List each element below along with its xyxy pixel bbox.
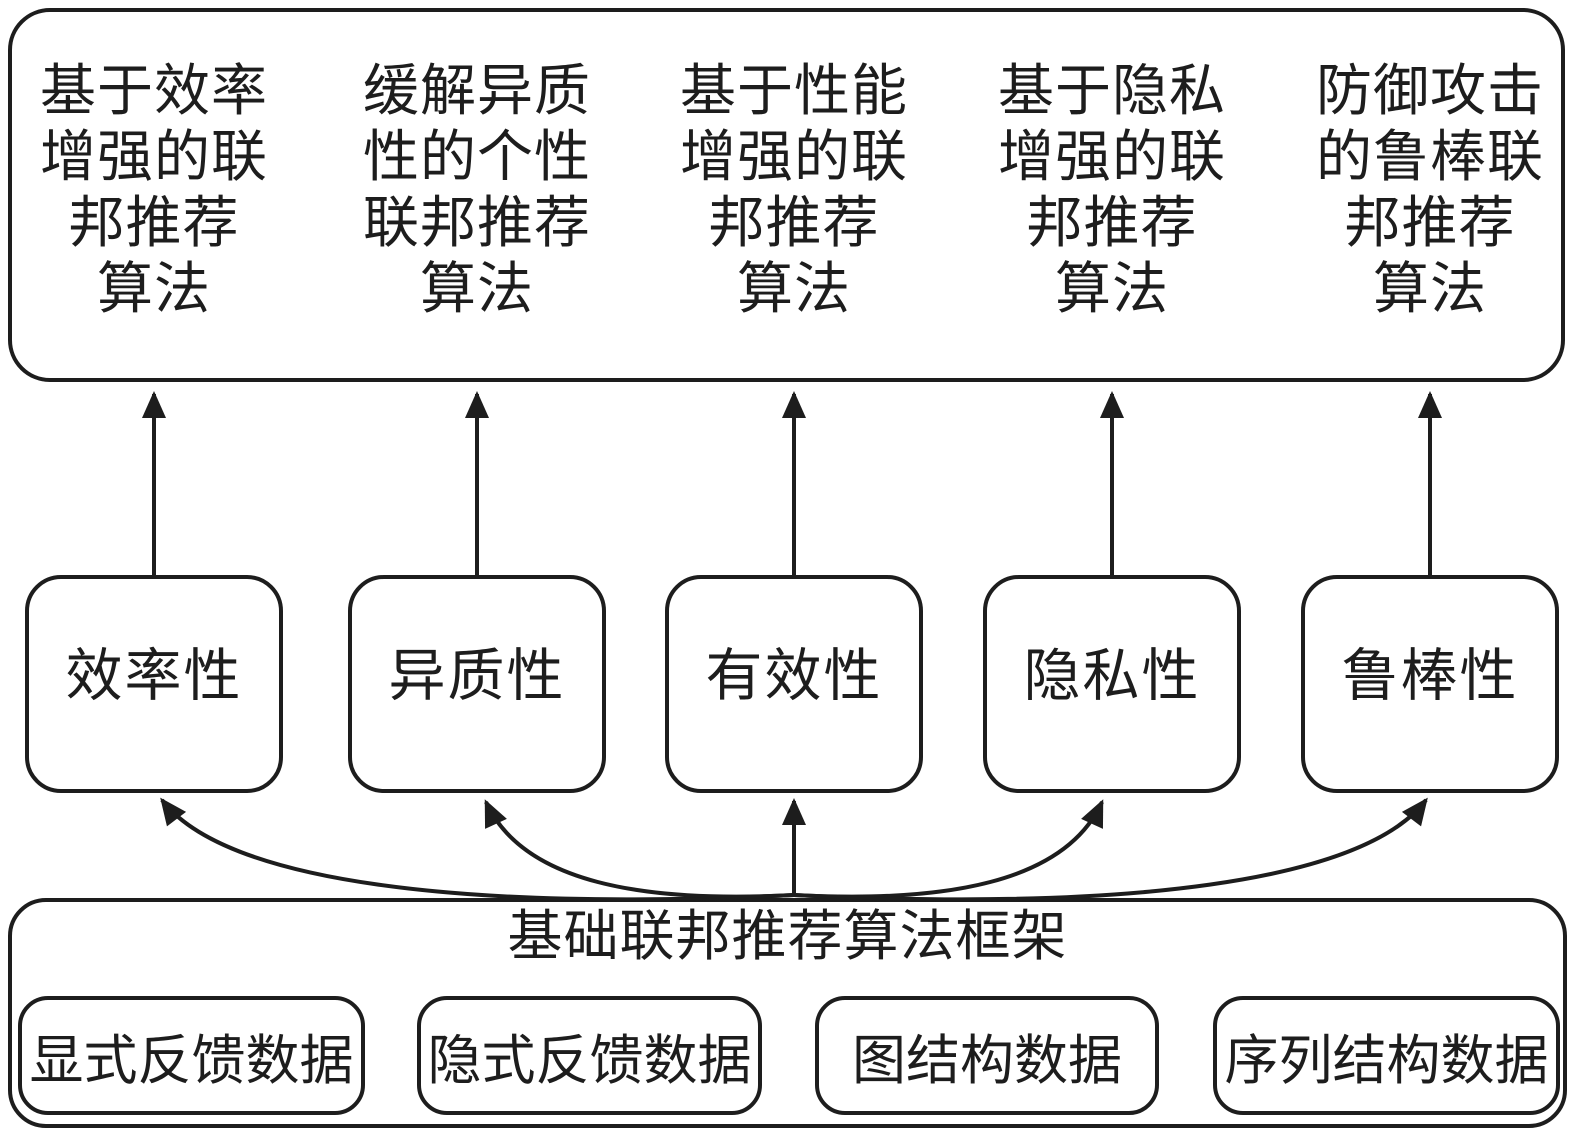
column-line: 增强的联	[40, 127, 268, 189]
column-line: 基于性能	[680, 61, 908, 123]
algorithm-column-performance: 基于性能 增强的联 邦推荐 算法	[654, 59, 934, 323]
algorithm-column-privacy: 基于隐私 增强的联 邦推荐 算法	[972, 59, 1252, 323]
algorithm-column-heterogeneity: 缓解异质 性的个性 联邦推荐 算法	[337, 59, 617, 323]
data-box-label: 图结构数据	[852, 1031, 1122, 1091]
algorithm-column-robustness: 防御攻击 的鲁棒联 邦推荐 算法	[1290, 59, 1570, 323]
column-line: 联邦推荐	[363, 193, 591, 255]
column-line: 邦推荐	[1344, 193, 1516, 255]
column-line: 算法	[737, 259, 851, 321]
property-label: 有效性	[705, 645, 883, 708]
column-line: 算法	[97, 259, 211, 321]
data-box-sequence-structure: 序列结构数据	[1213, 996, 1560, 1115]
algorithm-column-efficiency: 基于效率 增强的联 邦推荐 算法	[14, 59, 294, 323]
column-line: 增强的联	[998, 127, 1226, 189]
data-box-implicit-feedback: 隐式反馈数据	[417, 996, 762, 1115]
curve-framework-to-heterogeneity	[484, 799, 795, 899]
column-line: 基于隐私	[998, 61, 1226, 123]
property-box-robustness: 鲁棒性	[1301, 575, 1559, 793]
column-line: 算法	[1373, 259, 1487, 321]
data-box-label: 隐式反馈数据	[427, 1031, 752, 1091]
property-label: 效率性	[65, 645, 243, 708]
column-line: 基于效率	[40, 61, 268, 123]
data-box-label: 显式反馈数据	[29, 1031, 354, 1091]
property-box-efficiency: 效率性	[25, 575, 283, 793]
column-line: 防御攻击	[1316, 61, 1544, 123]
data-box-label: 序列结构数据	[1224, 1031, 1549, 1091]
column-line: 性的个性	[363, 127, 591, 189]
column-line: 算法	[1055, 259, 1169, 321]
curve-framework-to-privacy	[793, 799, 1104, 899]
property-label: 鲁棒性	[1341, 645, 1519, 708]
data-box-explicit-feedback: 显式反馈数据	[18, 996, 365, 1115]
property-label: 异质性	[388, 645, 566, 708]
column-line: 邦推荐	[1026, 193, 1198, 255]
property-box-heterogeneity: 异质性	[348, 575, 606, 793]
column-line: 增强的联	[680, 127, 908, 189]
property-label: 隐私性	[1023, 645, 1201, 708]
data-box-graph-structure: 图结构数据	[815, 996, 1159, 1115]
column-line: 的鲁棒联	[1316, 127, 1544, 189]
algorithms-box: 基于效率 增强的联 邦推荐 算法 缓解异质 性的个性 联邦推荐 算法 基于性能 …	[8, 8, 1565, 382]
column-line: 邦推荐	[68, 193, 240, 255]
property-box-privacy: 隐私性	[983, 575, 1241, 793]
column-line: 算法	[420, 259, 534, 321]
property-box-effectiveness: 有效性	[665, 575, 923, 793]
framework-title: 基础联邦推荐算法框架	[507, 906, 1068, 967]
framework-box: 基础联邦推荐算法框架 显式反馈数据 隐式反馈数据 图结构数据 序列结构数据	[8, 898, 1567, 1128]
column-line: 缓解异质	[363, 61, 591, 123]
curve-framework-to-efficiency	[160, 797, 795, 902]
curve-framework-to-robustness	[793, 797, 1428, 902]
column-line: 邦推荐	[708, 193, 880, 255]
